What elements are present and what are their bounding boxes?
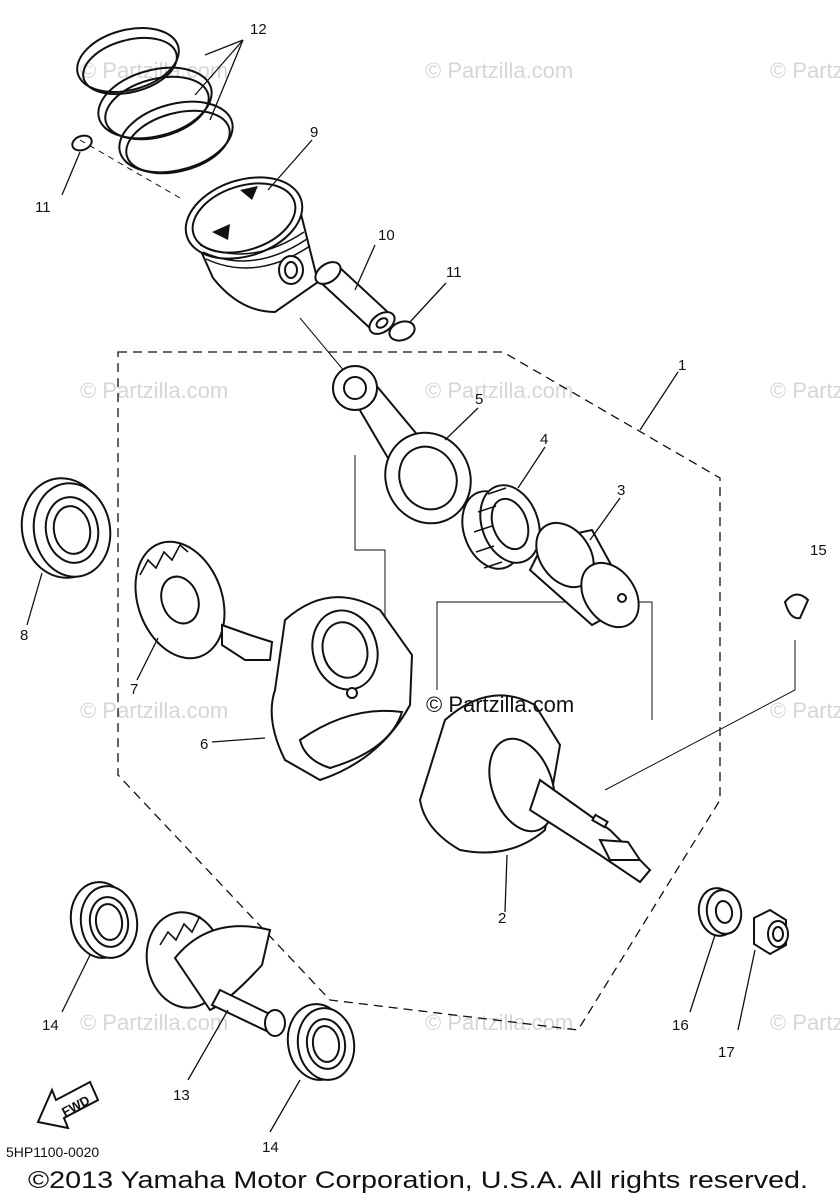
callout-11-left: 11	[35, 199, 51, 216]
leader-lines	[26, 39, 756, 1133]
callout-4: 4	[540, 431, 548, 448]
assembly-boundary	[117, 351, 721, 1031]
callout-3: 3	[617, 482, 625, 499]
callout-15: 15	[810, 542, 827, 559]
woodruff-key	[783, 593, 810, 620]
center-watermark: © Partzilla.com	[426, 692, 574, 717]
watermark: © Partzilla.com	[80, 1010, 228, 1035]
callout-8: 8	[20, 627, 28, 644]
gear-7	[134, 540, 226, 660]
crankshaft-half-right	[418, 694, 652, 884]
watermark: © Partzilla.com	[770, 698, 840, 723]
guide-lines	[79, 139, 796, 791]
callout-17: 17	[718, 1044, 735, 1061]
connecting-rod	[332, 365, 472, 525]
callout-10: 10	[378, 227, 395, 244]
bearing-lower-top	[69, 881, 139, 959]
callout-5: 5	[475, 391, 483, 408]
callout-16: 16	[672, 1017, 689, 1034]
piston-rings	[76, 27, 234, 175]
washer	[697, 887, 743, 937]
crank-pin	[528, 521, 640, 629]
callout-6: 6	[200, 736, 208, 753]
circlip-right	[388, 320, 416, 342]
fwd-arrow-icon: FWD	[36, 1080, 100, 1130]
callout-labels: 1 2 3 4 5 6 7 8 9 10 11 11 12 13 14 14 1…	[20, 21, 827, 1156]
watermark: © Partzilla.com	[770, 378, 840, 403]
balancer-shaft	[145, 911, 286, 1037]
nut	[753, 908, 789, 956]
piston	[184, 176, 320, 314]
watermark: © Partzilla.com	[425, 378, 573, 403]
callout-2: 2	[498, 910, 506, 927]
callout-14-bottom: 14	[262, 1139, 279, 1156]
watermark: © Partzilla.com	[80, 378, 228, 403]
bearing-lower-bottom	[286, 1003, 356, 1081]
watermark: © Partzilla.com	[425, 1010, 573, 1035]
watermark: © Partzilla.com	[80, 698, 228, 723]
diagram-code: 5HP1100-0020	[6, 1144, 99, 1160]
watermark-layer: © Partzilla.com © Partzilla.com © Partzi…	[80, 58, 840, 1035]
callout-12: 12	[250, 21, 267, 38]
watermark: © Partzilla.com	[425, 58, 573, 83]
needle-bearing	[461, 484, 541, 570]
piston-pin	[314, 261, 396, 335]
callout-9: 9	[310, 124, 318, 141]
watermark: © Partzilla.com	[770, 1010, 840, 1035]
watermark: © Partzilla.com	[770, 58, 840, 83]
callout-7: 7	[130, 681, 138, 698]
copyright: ©2013 Yamaha Motor Corporation, U.S.A. A…	[28, 1167, 808, 1194]
callout-14-top: 14	[42, 1017, 59, 1034]
callout-11-right: 11	[446, 264, 462, 281]
crankshaft-half-left	[221, 596, 414, 782]
circlip-left	[71, 134, 93, 152]
bearing-upper-left	[20, 477, 112, 579]
callout-1: 1	[678, 357, 686, 374]
callout-13: 13	[173, 1087, 190, 1104]
